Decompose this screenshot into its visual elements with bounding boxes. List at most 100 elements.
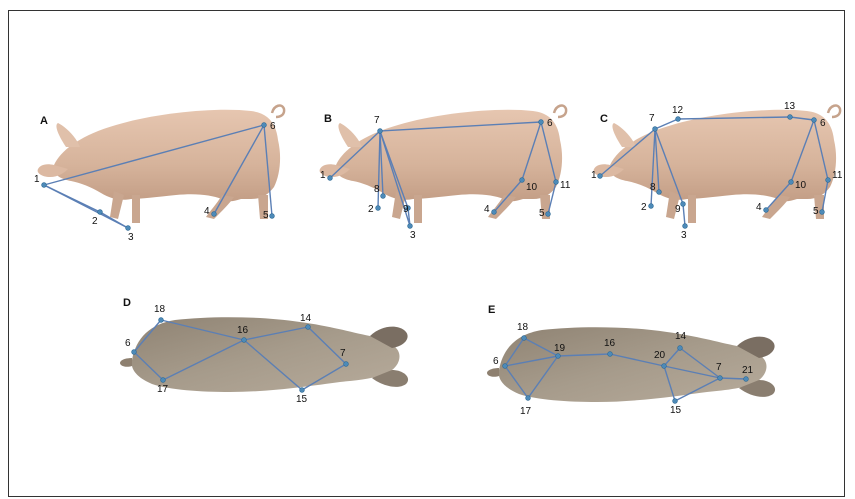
keypoint-6	[539, 120, 544, 125]
keypoint-7	[718, 376, 723, 381]
keypoint-8	[381, 194, 386, 199]
keypoint-label-1: 1	[320, 170, 326, 181]
keypoint-7	[344, 362, 349, 367]
keypoint-3	[126, 226, 131, 231]
keypoint-10	[520, 178, 525, 183]
keypoint-13	[788, 115, 793, 120]
keypoint-label-2: 2	[641, 202, 647, 213]
keypoint-label-19: 19	[554, 343, 566, 354]
keypoint-label-15: 15	[296, 394, 308, 405]
keypoint-label-2: 2	[92, 216, 98, 227]
keypoint-label-7: 7	[716, 362, 722, 373]
keypoint-label-8: 8	[374, 184, 380, 195]
keypoint-label-1: 1	[591, 170, 597, 181]
keypoint-label-5: 5	[813, 206, 819, 217]
keypoint-11	[826, 178, 831, 183]
keypoint-label-6: 6	[125, 338, 131, 349]
keypoint-label-16: 16	[604, 338, 616, 349]
keypoint-label-9: 9	[675, 204, 681, 215]
panel-e-pig-image	[487, 327, 775, 402]
keypoint-label-1: 1	[34, 174, 40, 185]
keypoint-4	[212, 212, 217, 217]
keypoint-label-10: 10	[526, 182, 538, 193]
keypoint-label-3: 3	[410, 230, 416, 241]
edge-7-21	[720, 378, 746, 379]
keypoint-label-18: 18	[517, 322, 529, 333]
keypoint-label-18: 18	[154, 304, 166, 315]
keypoint-label-5: 5	[539, 208, 545, 219]
keypoint-label-6: 6	[820, 118, 826, 129]
keypoint-label-16: 16	[237, 325, 249, 336]
keypoint-label-13: 13	[784, 101, 796, 112]
keypoint-6	[812, 118, 817, 123]
keypoint-6	[262, 123, 267, 128]
keypoint-label-7: 7	[649, 113, 655, 124]
keypoint-label-17: 17	[520, 406, 532, 417]
keypoint-20	[662, 364, 667, 369]
keypoint-7	[378, 129, 383, 134]
keypoint-21	[744, 377, 749, 382]
keypoint-label-3: 3	[681, 230, 687, 241]
keypoint-18	[522, 336, 527, 341]
keypoint-17	[526, 396, 531, 401]
keypoint-label-6: 6	[270, 121, 276, 132]
keypoint-11	[554, 180, 559, 185]
keypoint-label-10: 10	[795, 180, 807, 191]
keypoint-12	[676, 117, 681, 122]
keypoint-label-7: 7	[374, 115, 380, 126]
keypoint-label-5: 5	[263, 210, 269, 221]
keypoint-1	[42, 183, 47, 188]
keypoint-16	[242, 338, 247, 343]
keypoint-3	[683, 224, 688, 229]
keypoint-19	[556, 354, 561, 359]
keypoint-15	[673, 399, 678, 404]
panel-label-b: B	[324, 113, 332, 125]
panel-label-d: D	[123, 297, 131, 309]
keypoint-17	[161, 378, 166, 383]
keypoint-8	[657, 190, 662, 195]
keypoint-label-4: 4	[484, 204, 490, 215]
panel-label-c: C	[600, 113, 608, 125]
panel-a-pig-image	[38, 106, 285, 223]
keypoint-9	[681, 202, 686, 207]
keypoint-4	[764, 208, 769, 213]
keypoint-1	[598, 174, 603, 179]
keypoint-label-14: 14	[300, 313, 312, 324]
keypoint-label-11: 11	[832, 170, 843, 181]
keypoint-label-4: 4	[204, 206, 210, 217]
keypoint-7	[653, 127, 658, 132]
keypoint-label-15: 15	[670, 405, 682, 416]
keypoint-5	[820, 210, 825, 215]
keypoint-label-6: 6	[547, 118, 553, 129]
keypoint-2	[376, 206, 381, 211]
panel-c-pig-image	[594, 106, 841, 223]
keypoint-18	[159, 318, 164, 323]
keypoint-label-20: 20	[654, 350, 666, 361]
keypoint-label-12: 12	[672, 105, 684, 116]
keypoint-5	[546, 212, 551, 217]
keypoint-label-14: 14	[675, 331, 687, 342]
keypoint-6	[132, 350, 137, 355]
keypoint-5	[270, 214, 275, 219]
keypoint-label-8: 8	[650, 182, 656, 193]
keypoint-label-7: 7	[340, 348, 346, 359]
keypoint-label-9: 9	[403, 204, 409, 215]
keypoint-1	[328, 176, 333, 181]
keypoint-16	[608, 352, 613, 357]
keypoint-10	[789, 180, 794, 185]
keypoint-3	[408, 224, 413, 229]
keypoint-label-6: 6	[493, 356, 499, 367]
panel-label-e: E	[488, 304, 495, 316]
keypoint-label-3: 3	[128, 232, 134, 243]
keypoint-label-2: 2	[368, 204, 374, 215]
keypoint-15	[300, 388, 305, 393]
keypoint-label-4: 4	[756, 202, 762, 213]
keypoint-label-17: 17	[157, 384, 169, 395]
keypoint-2	[649, 204, 654, 209]
panel-label-a: A	[40, 115, 48, 127]
keypoint-14	[306, 325, 311, 330]
keypoint-4	[492, 210, 497, 215]
keypoint-2	[98, 210, 103, 215]
edge-9-3	[683, 204, 685, 226]
